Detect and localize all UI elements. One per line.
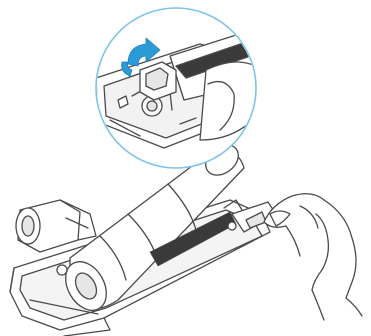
hand-icon [264, 194, 362, 320]
detail-zoom-circle [96, 8, 270, 168]
vacuum-neck [16, 200, 96, 252]
